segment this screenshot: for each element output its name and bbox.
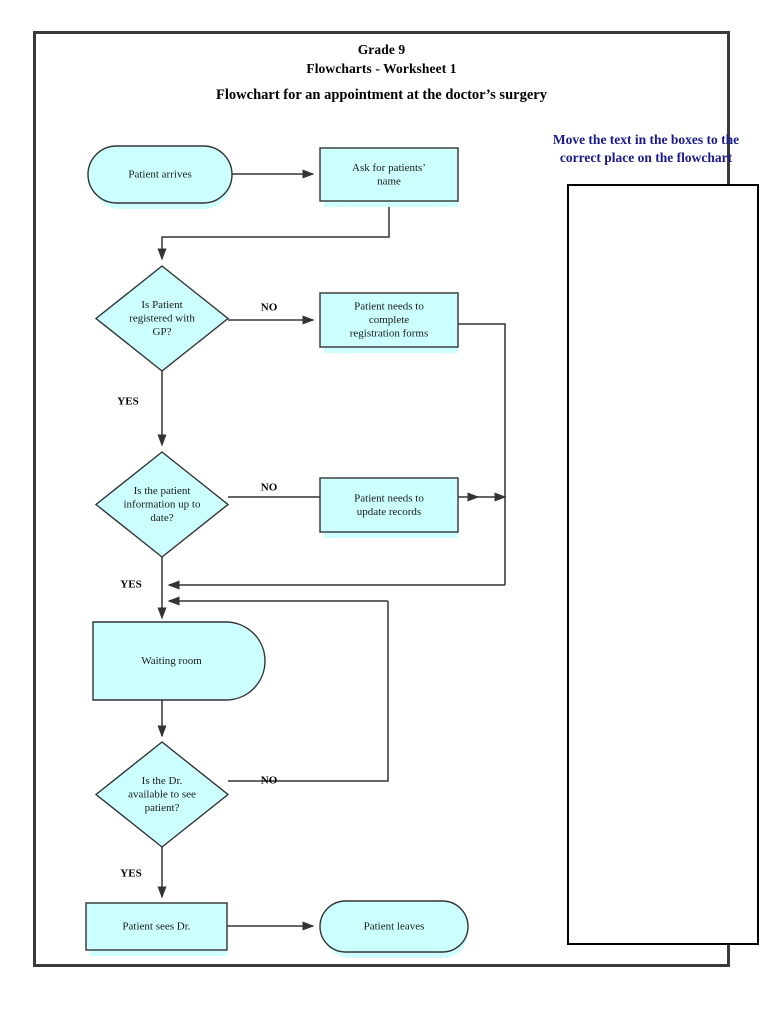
edge-label-label-yes-info: YES [120,579,141,591]
node-outline [94,265,230,372]
node-label: Waiting room [141,655,202,667]
node-label: Patient arrives [128,168,191,180]
flow-node-waiting-room[interactable]: Waiting room [92,621,266,701]
node-outline [94,741,230,848]
edge-label-label-yes-gp: YES [117,396,138,408]
heading-grade: Grade 9 [357,42,406,57]
flow-connector [458,323,506,585]
flow-connector [157,201,390,261]
flow-node-patient-sees-dr[interactable]: Patient sees Dr. [85,902,228,956]
answer-drop-box[interactable] [567,184,759,945]
node-outline [319,147,459,202]
node-outline [94,451,230,558]
flowchart-edges [157,169,507,931]
node-outline [319,477,459,533]
node-outline [85,902,228,951]
heading-worksheet: Flowcharts - Worksheet 1 [306,61,457,76]
flowchart-nodes: Patient arrives Ask for patients’name Is P… [85,145,469,958]
flow-node-patient-leaves[interactable]: Patient leaves [319,900,469,958]
node-label: Ask for patients’name [352,161,426,187]
node-label: Patient sees Dr. [122,920,190,932]
instruction-text: Move the text in the boxes to the correc… [552,132,740,165]
edge-label-label-no-gp: NO [261,302,278,314]
node-outline [319,292,459,348]
flow-connector [228,601,389,782]
flowchart-edge-labels: NO YES NO YES NO YES [117,302,277,880]
edge-label-label-no-dr: NO [261,775,278,787]
edge-label-label-yes-dr: YES [120,868,141,880]
node-label: Patient leaves [364,920,425,932]
page-title: Grade 9 Flowcharts - Worksheet 1 [33,40,730,78]
edge-label-label-no-info: NO [261,482,278,494]
node-outline [319,900,469,953]
node-outline [87,145,233,204]
page-subtitle: Flowchart for an appointment at the doct… [216,87,547,103]
flow-node-patient-arrives[interactable]: Patient arrives [87,145,233,209]
flow-node-ask-name[interactable]: Ask for patients’name [319,147,459,207]
node-outline [92,621,266,701]
